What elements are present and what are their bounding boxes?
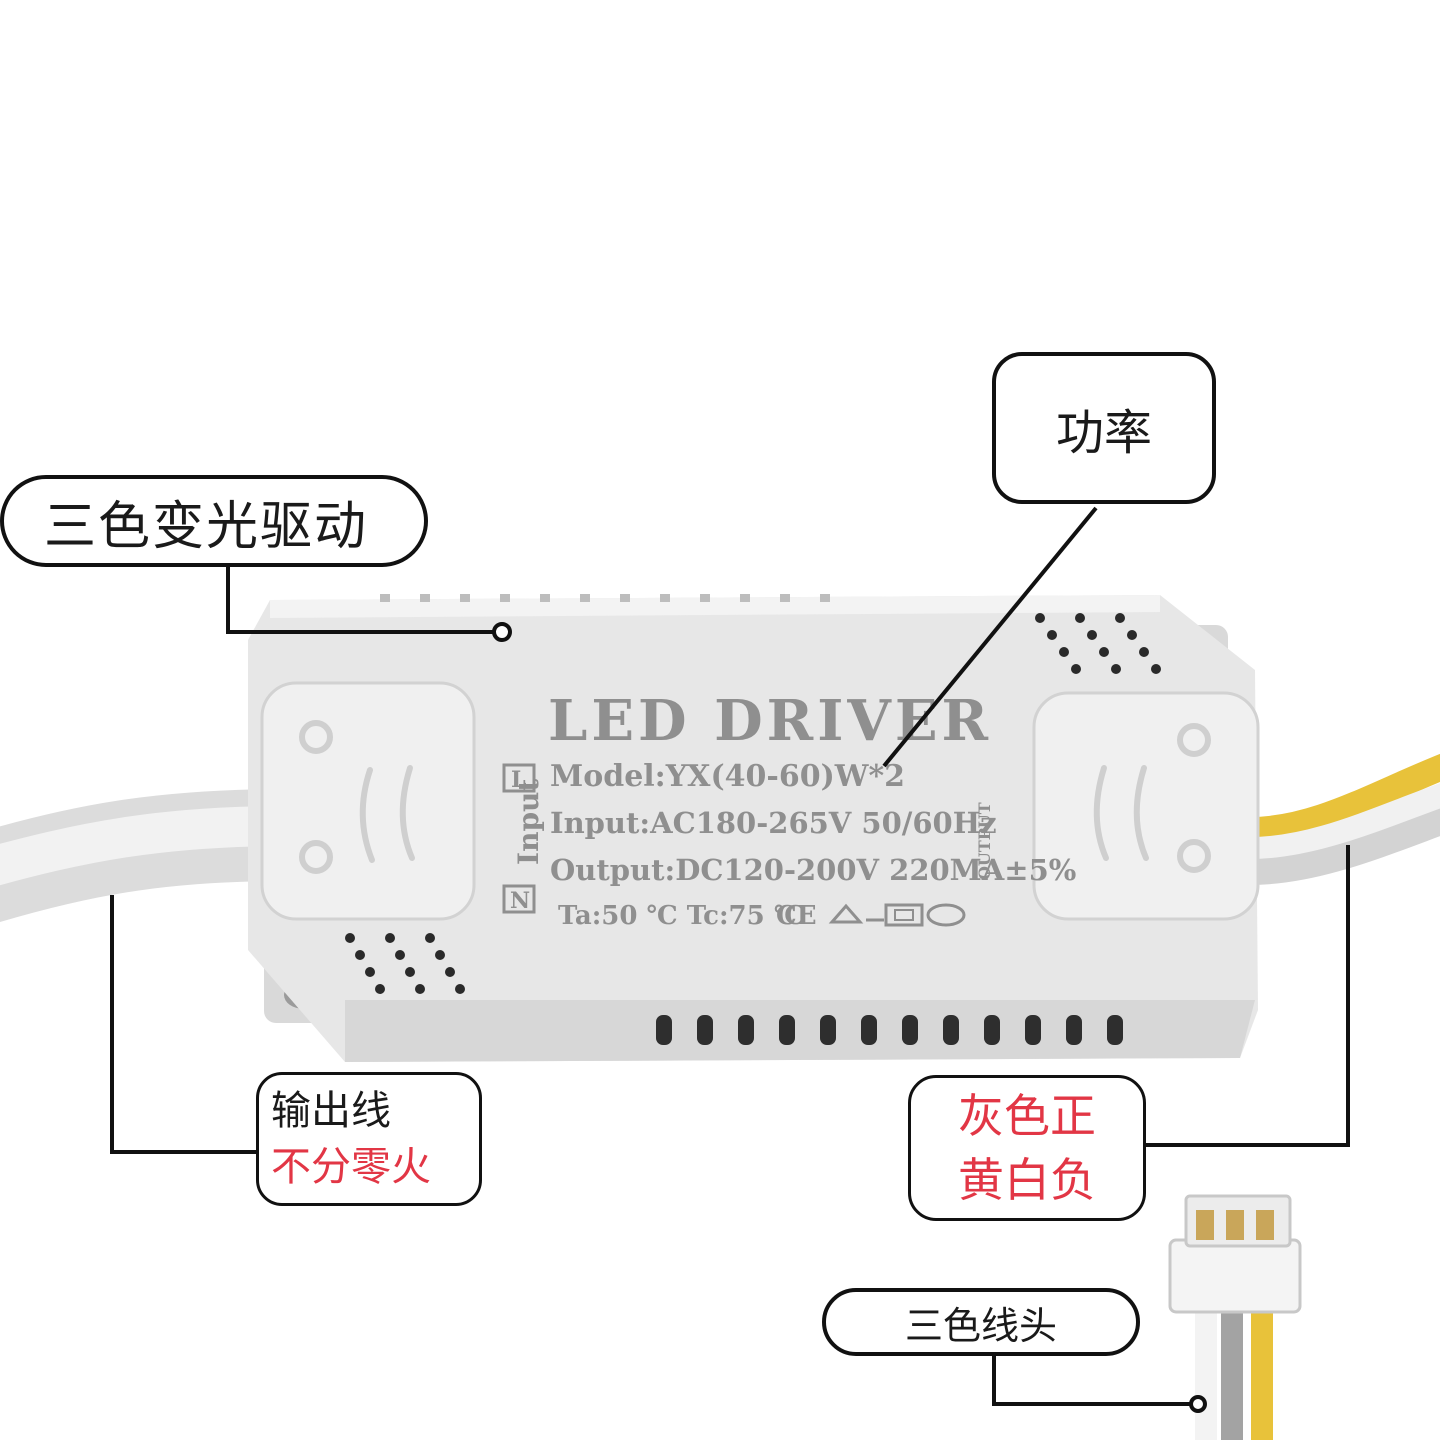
callout-polarity-line1: 灰色正 bbox=[958, 1089, 1096, 1143]
leader-end-dots bbox=[492, 622, 1207, 1413]
bottom-vents bbox=[656, 1015, 1123, 1045]
label-mark-l: L bbox=[511, 767, 526, 793]
dot-vents bbox=[345, 613, 1161, 994]
callout-power-text: 功率 bbox=[1055, 405, 1152, 461]
label-side-input: Input bbox=[512, 779, 545, 865]
callout-three-color-driver: 三色变光驱动 bbox=[0, 475, 428, 567]
label-ce: CE bbox=[776, 901, 817, 931]
label-input: Input:AC180-265V 50/60Hz bbox=[550, 806, 997, 840]
driver-case bbox=[248, 595, 1260, 1062]
label-temps: Ta:50 ℃ Tc:75 ℃ bbox=[558, 901, 805, 931]
label-output: Output:DC120-200V 220MA±5% bbox=[550, 853, 1076, 887]
end-cap-details bbox=[299, 720, 1211, 874]
driver-label: LED DRIVER Model:YX(40-60)W*2 Input:AC18… bbox=[502, 688, 1076, 931]
label-brand: LED DRIVER bbox=[548, 688, 992, 754]
callout-driver-text: 三色变光驱动 bbox=[44, 496, 369, 557]
callout-polarity-line2: 黄白负 bbox=[958, 1153, 1096, 1207]
callout-output-line1: 输出线 bbox=[271, 1088, 391, 1134]
label-mark-n: N bbox=[510, 888, 530, 914]
callout-connector: 三色线头 bbox=[822, 1288, 1140, 1356]
label-side-output: OUTPUT bbox=[975, 802, 994, 880]
leader-power bbox=[882, 506, 1098, 768]
label-model: Model:YX(40-60)W*2 bbox=[550, 759, 905, 794]
callout-output-wire: 输出线 不分零火 bbox=[256, 1072, 482, 1206]
leader-output bbox=[110, 895, 258, 1154]
output-ribbon-cable bbox=[1249, 753, 1440, 885]
callout-wire-polarity: 灰色正 黄白负 bbox=[908, 1075, 1146, 1221]
leader-driver bbox=[226, 565, 500, 634]
oval-icon bbox=[926, 903, 966, 927]
leader-connector bbox=[992, 1356, 1196, 1406]
callout-connector-text: 三色线头 bbox=[904, 1303, 1057, 1348]
callout-power: 功率 bbox=[992, 352, 1216, 504]
house-icon bbox=[828, 903, 884, 924]
connector-plug bbox=[1168, 1194, 1302, 1440]
callout-output-line2: 不分零火 bbox=[271, 1144, 431, 1190]
double-box-icon bbox=[884, 903, 924, 927]
leader-lines bbox=[110, 506, 1350, 1406]
top-vents bbox=[380, 594, 830, 602]
leader-polarity bbox=[1146, 845, 1350, 1147]
